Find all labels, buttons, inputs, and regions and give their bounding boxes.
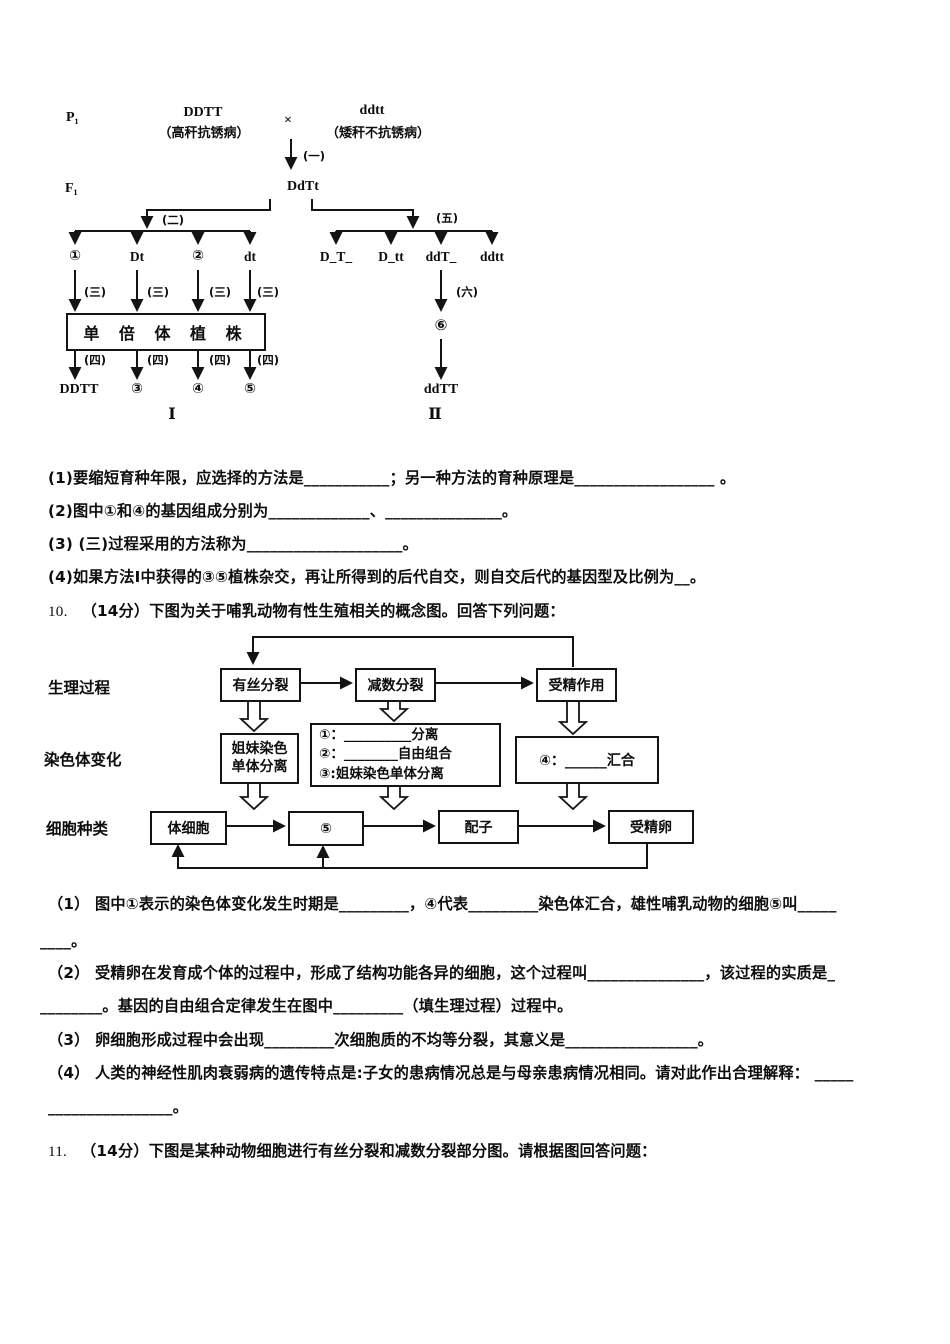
process-2-label: (二): [162, 213, 185, 227]
p1-generation-label: P₁: [66, 110, 79, 125]
process-4-label: (四): [257, 353, 280, 367]
q10-part2-line2: ________。基因的自由组合定律发生在图中_________（填生理过程）过…: [40, 997, 573, 1015]
f2-class-D_tt: D_tt: [378, 249, 404, 264]
meiosis-change-line1: ①：__________分离: [319, 726, 439, 743]
parent2-phenotype: （矮秆不抗锈病）: [325, 126, 430, 141]
process-4-label: (四): [147, 353, 170, 367]
q10-header-text: （14分）下图为关于哺乳动物有性生殖相关的概念图。回答下列问题：: [81, 602, 565, 620]
branch-II-label: Ⅱ: [428, 406, 442, 423]
cross-symbol: ×: [284, 113, 292, 128]
box-fertilization: 受精作用: [536, 668, 617, 702]
sister-box-line1: 姐妹染色: [231, 741, 288, 757]
f2-class-D_T_: D_T_: [319, 249, 353, 264]
box-zygote: 受精卵: [608, 810, 694, 844]
process-4-label: (四): [84, 353, 107, 367]
row-label-chromosome: 染色体变化: [44, 750, 122, 769]
box-circle5-cell: ⑤: [288, 811, 364, 846]
haploid-plants-box: 单 倍 体 植 株: [66, 313, 266, 351]
result-circle5: ⑤: [244, 381, 256, 397]
q9-part3: (3) (三)过程采用的方法称为____________________。: [48, 535, 418, 553]
q10-part4-line1: （4） 人类的神经性肌肉衰弱病的遗传特点是:子女的患病情况总是与母亲患病情况相同…: [48, 1064, 854, 1082]
q10-part4-line2: ________________。: [48, 1098, 189, 1116]
q10-header: 10. （14分）下图为关于哺乳动物有性生殖相关的概念图。回答下列问题：: [48, 599, 565, 621]
gamete-dt: dt: [243, 249, 256, 264]
meiosis-change-line3: ③:姐妹染色单体分离: [319, 765, 444, 782]
result-circle4: ④: [192, 381, 204, 397]
parent1-genotype: DDTT: [183, 105, 223, 120]
f2-class-ddT_: ddT_: [425, 249, 457, 264]
q11-header: 11. （14分）下图是某种动物细胞进行有丝分裂和减数分裂部分图。请根据图回答问题…: [48, 1139, 657, 1161]
row-label-physiology: 生理过程: [48, 678, 111, 697]
process-1-label: (一): [303, 149, 326, 163]
result-ddTT: ddTT: [423, 382, 459, 397]
branch-I-label: Ⅰ: [168, 406, 176, 423]
box-chromosome-merge: ④：______汇合: [515, 736, 659, 784]
q10-part3: （3） 卵细胞形成过程中会出现_________次细胞质的不均等分裂，其意义是_…: [48, 1031, 714, 1049]
gamete-circle2: ②: [192, 248, 204, 264]
box-meiosis-chromosome-changes: ①：__________分离 ②：________自由组合 ③:姐妹染色单体分离: [310, 723, 501, 787]
process-5-label: (五): [436, 211, 459, 225]
q9-part2: (2)图中①和④的基因组成分别为_____________、__________…: [48, 502, 518, 520]
process-3-label: (三): [209, 285, 232, 299]
box-somatic-cell: 体细胞: [150, 811, 227, 845]
result-circle6: ⑥: [434, 316, 448, 334]
process-3-label: (三): [84, 285, 107, 299]
result-circle3: ③: [131, 381, 143, 397]
q11-number: 11.: [48, 1143, 68, 1160]
q9-part4: (4)如果方法Ⅰ中获得的③⑤植株杂交，再让所得到的后代自交，则自交后代的基因型及…: [48, 568, 706, 586]
process-6-label: (六): [456, 285, 479, 299]
row-label-cell: 细胞种类: [46, 819, 109, 838]
process-3-label: (三): [257, 285, 280, 299]
q11-header-text: （14分）下图是某种动物细胞进行有丝分裂和减数分裂部分图。请根据图回答问题：: [81, 1142, 657, 1160]
gamete-circle1: ①: [69, 248, 81, 264]
q10-part1-line1: （1） 图中①表示的染色体变化发生时期是_________，④代表_______…: [48, 895, 837, 913]
q9-part1: (1)要缩短育种年限，应选择的方法是___________；另一种方法的育种原理…: [48, 469, 736, 487]
process-4-label: (四): [209, 353, 232, 367]
parent2-genotype: ddtt: [359, 103, 385, 118]
f1-generation-label: F₁: [65, 181, 78, 196]
f1-genotype: DdTt: [287, 179, 319, 194]
box-gamete: 配子: [438, 810, 519, 844]
process-3-label: (三): [147, 285, 170, 299]
parent1-phenotype: （高秆抗锈病）: [158, 126, 250, 141]
box-sister-chromatid-separation: 姐妹染色 单体分离: [220, 733, 299, 784]
sister-box-line2: 单体分离: [231, 758, 288, 775]
q10-number: 10.: [48, 603, 68, 620]
box-mitosis: 有丝分裂: [220, 668, 301, 702]
box-meiosis: 减数分裂: [355, 668, 436, 702]
gamete-Dt: Dt: [129, 249, 145, 264]
q10-part2-line1: （2） 受精卵在发育成个体的过程中，形成了结构功能各异的细胞，这个过程叫____…: [48, 964, 836, 982]
q10-part1-line2: ____。: [40, 932, 87, 950]
result-DDTT: DDTT: [59, 382, 99, 397]
f2-class-ddtt: ddtt: [479, 249, 504, 264]
meiosis-change-line2: ②：________自由组合: [319, 746, 452, 763]
